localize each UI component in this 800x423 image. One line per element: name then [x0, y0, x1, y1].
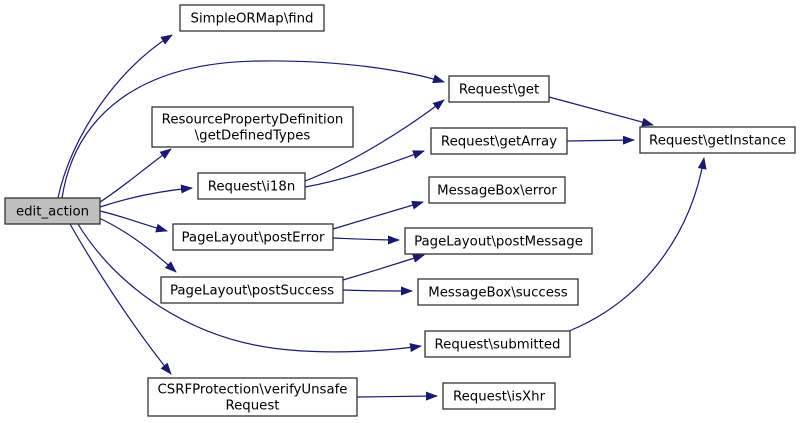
edge-pagelayout-posterror-to-messagebox-error	[332, 200, 424, 230]
edges-layer	[57, 34, 707, 401]
node-label: Request\get	[459, 83, 539, 98]
node-box[interactable]	[172, 223, 334, 251]
node-box[interactable]	[424, 330, 571, 358]
edge-pagelayout-posterror-to-pagelayout-postmessage	[332, 235, 400, 245]
node-label: SimpleORMap\find	[191, 12, 314, 27]
node-label: PageLayout\postMessage	[414, 235, 583, 250]
node-request-i18n[interactable]: Request\i18n	[197, 172, 306, 200]
node-box[interactable]	[448, 75, 550, 103]
edge-edit-action-to-simpleormap-find	[57, 34, 173, 199]
edge-csrfprotection-verifyunsaferequest-to-request-isxhr	[356, 391, 438, 401]
edge-edit-action-to-request-submitted	[77, 223, 422, 353]
node-simpleormap-find[interactable]: SimpleORMap\find	[179, 4, 325, 32]
node-box[interactable]	[179, 4, 325, 32]
edge-request-i18n-to-request-get	[304, 99, 445, 182]
edge-edit-action-to-request-i18n	[99, 184, 193, 208]
node-request-get[interactable]: Request\get	[448, 75, 550, 103]
node-resourcepropertydefinition-getdefinedtypes[interactable]: ResourcePropertyDefinition\getDefinedTyp…	[151, 106, 354, 148]
node-label: Request\getArray	[441, 135, 557, 150]
node-box[interactable]	[442, 382, 556, 410]
node-box[interactable]	[417, 278, 579, 306]
node-box[interactable]	[639, 126, 796, 154]
node-request-isxhr[interactable]: Request\isXhr	[442, 382, 556, 410]
node-messagebox-error[interactable]: MessageBox\error	[428, 176, 566, 204]
node-label: Request\getInstance	[649, 134, 786, 149]
node-request-getinstance[interactable]: Request\getInstance	[639, 126, 796, 154]
node-label: Request\isXhr	[453, 390, 546, 405]
node-box[interactable]	[404, 227, 593, 255]
edge-request-i18n-to-request-getarray	[304, 150, 425, 188]
node-label: Request\i18n	[208, 180, 296, 195]
node-label: MessageBox\error	[437, 184, 557, 199]
node-request-getarray[interactable]: Request\getArray	[430, 127, 568, 155]
node-box[interactable]	[147, 377, 358, 417]
edge-edit-action-to-resourcepropertydefinition-getdefinedtypes	[99, 148, 172, 203]
edge-edit-action-to-csrfprotection-verifyunsaferequest	[69, 223, 172, 375]
node-box[interactable]	[160, 276, 344, 304]
node-box	[4, 197, 101, 225]
edge-request-getarray-to-request-getinstance	[566, 135, 635, 145]
node-pagelayout-posterror[interactable]: PageLayout\postError	[172, 223, 334, 251]
node-label: PageLayout\postError	[182, 231, 326, 246]
node-label: edit_action	[16, 205, 89, 220]
edge-edit-action-to-request-get	[61, 60, 445, 199]
node-request-submitted[interactable]: Request\submitted	[424, 330, 571, 358]
node-box[interactable]	[197, 172, 306, 200]
nodes-layer: edit_action SimpleORMap\findResourcePrope…	[4, 4, 796, 417]
node-box[interactable]	[151, 106, 354, 148]
node-label: MessageBox\success	[428, 286, 568, 301]
node-pagelayout-postsuccess[interactable]: PageLayout\postSuccess	[160, 276, 344, 304]
edge-edit-action-to-pagelayout-postsuccess	[98, 217, 177, 273]
edge-request-submitted-to-request-getinstance	[568, 157, 707, 332]
edge-request-get-to-request-getinstance	[548, 96, 654, 127]
node-label: PageLayout\postSuccess	[170, 284, 334, 299]
edge-pagelayout-postsuccess-to-pagelayout-postmessage	[342, 254, 425, 281]
node-label: Request\submitted	[435, 338, 561, 353]
node-messagebox-success[interactable]: MessageBox\success	[417, 278, 579, 306]
node-edit-action: edit_action	[4, 197, 101, 225]
node-box[interactable]	[430, 127, 568, 155]
edge-pagelayout-postsuccess-to-messagebox-success	[342, 286, 413, 296]
node-box[interactable]	[428, 176, 566, 204]
node-pagelayout-postmessage[interactable]: PageLayout\postMessage	[404, 227, 593, 255]
node-label: ResourcePropertyDefinition\getDefinedTyp…	[162, 113, 344, 144]
edge-edit-action-to-pagelayout-posterror	[99, 210, 168, 233]
